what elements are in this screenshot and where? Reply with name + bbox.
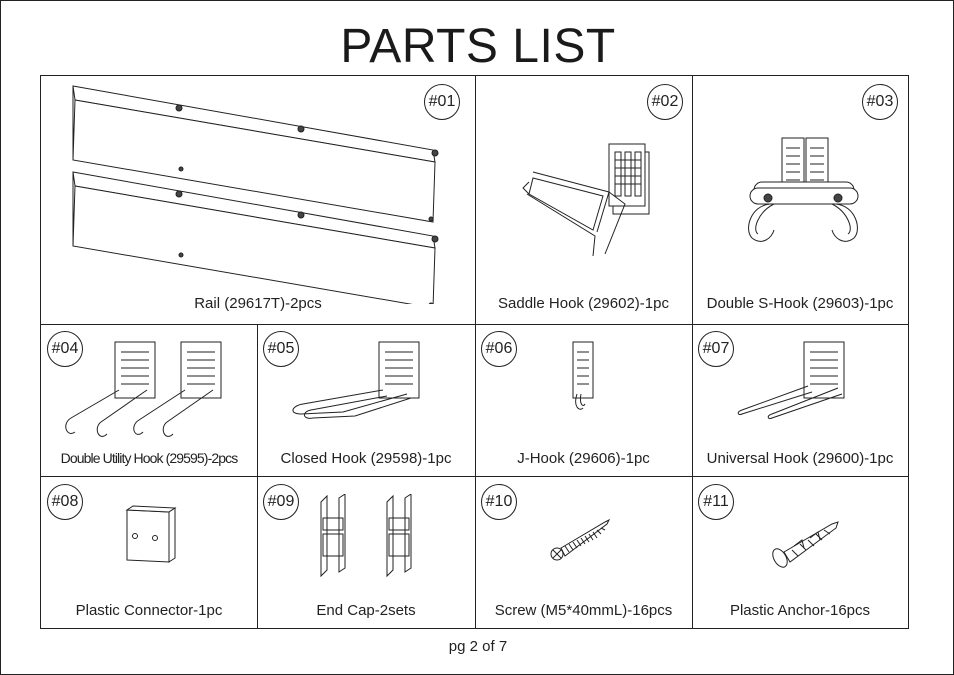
part-cell-09: #09 (257, 476, 475, 628)
part-number-badge: #10 (481, 484, 517, 520)
part-label: Screw (M5*40mmL)-16pcs (494, 602, 673, 619)
part-number-badge: #06 (481, 331, 517, 367)
part-cell-11: #11 Plastic Anchor-16pcs (692, 476, 908, 628)
parts-grid: #01 (40, 75, 909, 629)
grid-divider (41, 324, 908, 325)
plastic-anchor-icon (768, 518, 844, 572)
part-number-badge: #07 (698, 331, 734, 367)
grid-divider (475, 76, 476, 628)
part-cell-07: #07 Universal Hook (29600)-1pc (692, 324, 908, 476)
part-label: End Cap-2sets (316, 602, 416, 619)
saddle-hook-icon (485, 134, 675, 264)
part-number-badge: #08 (47, 484, 83, 520)
part-label: Rail (29617T)-2pcs (194, 295, 322, 312)
part-number-badge: #02 (647, 84, 683, 120)
part-cell-01: #01 (41, 76, 475, 324)
screw-icon (547, 516, 613, 566)
grid-divider (692, 76, 693, 628)
plastic-connector-icon (125, 504, 177, 564)
part-number-badge: #03 (862, 84, 898, 120)
part-label: Plastic Anchor-16pcs (729, 602, 871, 619)
grid-divider (41, 476, 908, 477)
part-label: J-Hook (29606)-1pc (517, 450, 650, 467)
part-label: Plastic Connector-1pc (75, 602, 223, 619)
page-number: pg 2 of 7 (448, 638, 508, 655)
part-cell-03: #03 (692, 76, 908, 324)
part-label: Universal Hook (29600)-1pc (706, 450, 894, 467)
page-title: PARTS LIST (340, 20, 616, 73)
double-utility-hook-icon (59, 338, 255, 444)
part-number-badge: #04 (47, 331, 83, 367)
part-label: Saddle Hook (29602)-1pc (498, 295, 669, 312)
closed-hook-icon (283, 338, 433, 422)
universal-hook-icon (734, 338, 864, 422)
part-number-badge: #09 (263, 484, 299, 520)
j-hook-icon (565, 338, 601, 414)
part-number-badge: #01 (424, 84, 460, 120)
rail-icon (61, 82, 451, 304)
part-cell-05: #05 Closed Hook (29598)-1pc (257, 324, 475, 476)
part-label: Closed Hook (29598)-1pc (280, 450, 452, 467)
part-number-badge: #05 (263, 331, 299, 367)
part-cell-02: #02 (475, 76, 692, 324)
part-cell-10: #10 Screw (M5*40mmL)-16pcs (475, 476, 692, 628)
part-number-badge: #11 (698, 484, 734, 520)
part-label: Double S-Hook (29603)-1pc (706, 295, 894, 312)
part-cell-06: #06 J-Hook (29606)-1pc (475, 324, 692, 476)
part-cell-04: #04 (41, 324, 257, 476)
end-cap-icon (315, 494, 427, 580)
part-label: Double Utility Hook (29595)-2pcs (60, 450, 239, 466)
part-cell-08: #08 Plastic Connector-1pc (41, 476, 257, 628)
double-s-hook-icon (740, 134, 866, 264)
